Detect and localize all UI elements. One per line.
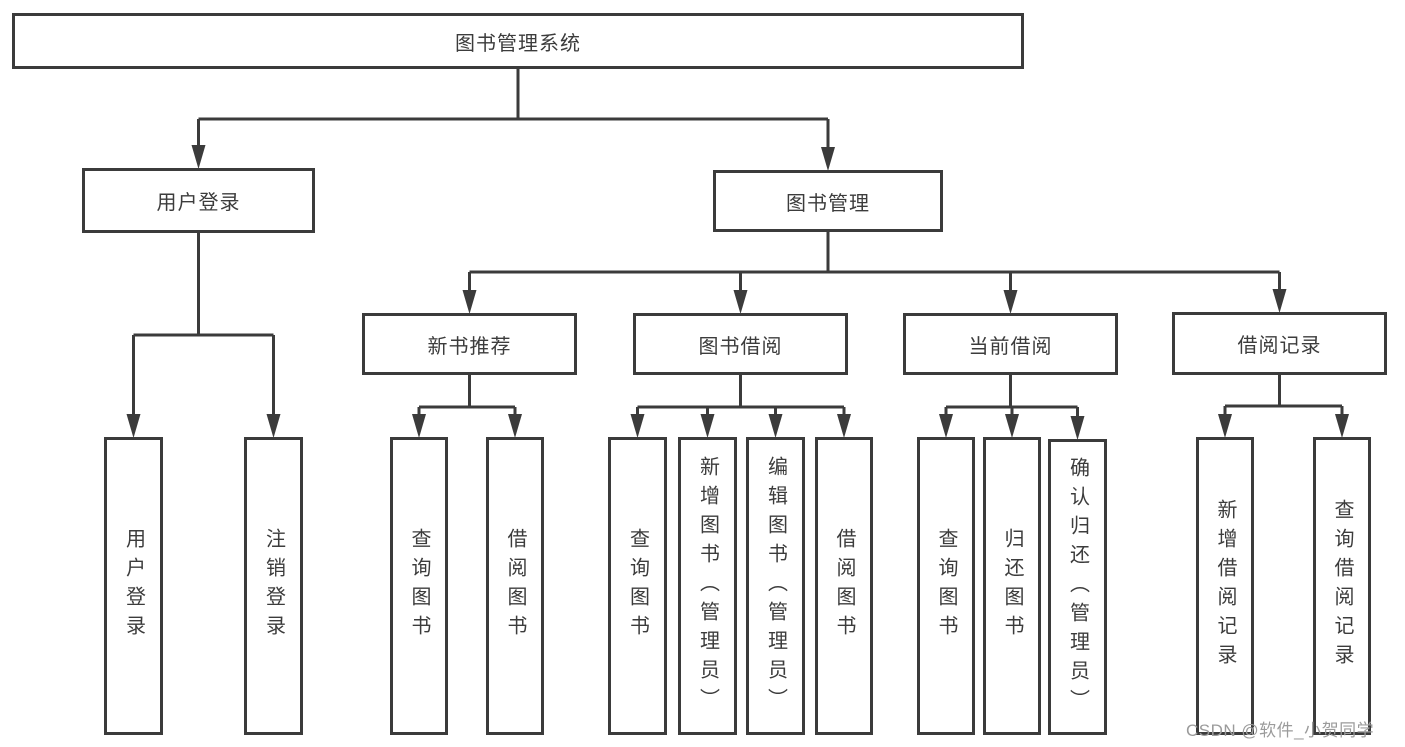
arrowhead-icon <box>191 145 206 169</box>
arrowhead-icon <box>733 290 748 314</box>
watermark: CSDN @软件_小贺同学 <box>1186 721 1375 740</box>
arrowhead-icon <box>1003 290 1018 314</box>
node-label: 确认归还（管理员） <box>1066 456 1089 718</box>
node-label: 用户登录 <box>156 192 241 214</box>
node-label: 查询图书 <box>935 528 957 644</box>
arrowhead-icon <box>1218 414 1232 438</box>
node-label: 借阅图书 <box>833 528 855 644</box>
node-label: 查询图书 <box>626 528 649 644</box>
arrowhead-icon <box>700 414 715 438</box>
node-root: 图书管理系统 <box>12 13 1024 69</box>
node-label: 新增借阅记录 <box>1214 499 1236 673</box>
arrowhead-icon <box>462 290 477 314</box>
node-logout: 注销登录 <box>244 437 303 735</box>
arrowhead-icon <box>1272 289 1287 313</box>
node-login: 用户登录 <box>104 437 163 735</box>
node-label: 归还图书 <box>1001 528 1023 644</box>
node-label: 注销登录 <box>262 528 285 644</box>
node-label: 新书推荐 <box>427 335 512 358</box>
node-label: 新增图书（管理员） <box>696 455 719 717</box>
arrowhead-icon <box>1005 414 1019 438</box>
arrowhead-icon <box>939 414 953 438</box>
arrowhead-icon <box>266 414 281 438</box>
node-rec-query-book: 查询图书 <box>390 437 448 735</box>
node-label: 图书借阅 <box>698 335 783 358</box>
node-label: 查询图书 <box>408 528 430 644</box>
node-current-borrow: 当前借阅 <box>903 313 1118 375</box>
node-borrow-records: 借阅记录 <box>1172 312 1387 375</box>
arrowhead-icon <box>821 147 835 171</box>
arrowhead-icon <box>1335 414 1349 438</box>
node-br-add-record: 新增借阅记录 <box>1196 437 1254 735</box>
node-label: 借阅图书 <box>504 528 526 644</box>
node-label: 图书管理系统 <box>455 32 581 55</box>
node-label: 查询借阅记录 <box>1331 499 1353 673</box>
node-bb-add-book: 新增图书（管理员） <box>678 437 737 735</box>
node-cb-query-book: 查询图书 <box>917 437 975 735</box>
node-user-login: 用户登录 <box>82 168 315 233</box>
arrowhead-icon <box>508 414 522 438</box>
node-label: 当前借阅 <box>968 335 1053 358</box>
node-cb-return-book: 归还图书 <box>983 437 1041 735</box>
node-label: 用户登录 <box>122 528 145 644</box>
arrowhead-icon <box>1070 416 1085 440</box>
node-book-borrow: 图书借阅 <box>633 313 848 375</box>
node-cb-confirm-return: 确认归还（管理员） <box>1048 439 1107 735</box>
arrowhead-icon <box>630 414 645 438</box>
node-label: 图书管理 <box>786 192 870 215</box>
node-label: 借阅记录 <box>1237 335 1322 357</box>
arrowhead-icon <box>126 414 141 438</box>
node-label: 编辑图书（管理员） <box>764 455 787 717</box>
node-br-query-record: 查询借阅记录 <box>1313 437 1371 735</box>
arrowhead-icon <box>412 414 426 438</box>
node-new-book-rec: 新书推荐 <box>362 313 577 375</box>
node-bb-edit-book: 编辑图书（管理员） <box>746 437 805 735</box>
node-bb-query-book: 查询图书 <box>608 437 667 735</box>
node-rec-borrow-book: 借阅图书 <box>486 437 544 735</box>
arrowhead-icon <box>837 414 851 438</box>
node-bb-borrow-book: 借阅图书 <box>815 437 873 735</box>
node-book-mgmt: 图书管理 <box>713 170 943 232</box>
arrowhead-icon <box>768 414 783 438</box>
